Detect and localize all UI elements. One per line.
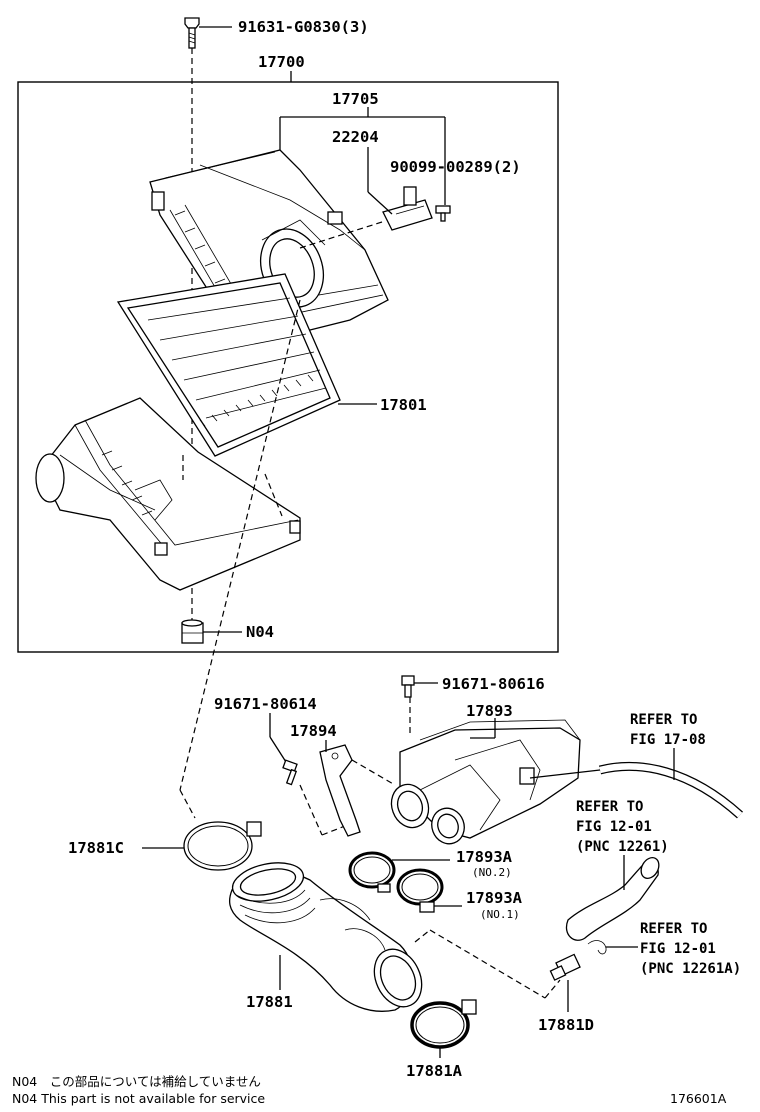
air-flow-sensor-icon bbox=[382, 186, 433, 231]
bolt-80614-icon bbox=[282, 759, 298, 786]
figure-number: 176601A bbox=[670, 1091, 727, 1106]
label-17881a: 17881A bbox=[406, 1062, 463, 1080]
refer-2-line2: FIG 12-01 bbox=[576, 819, 652, 835]
refer-1-line1: REFER TO bbox=[630, 712, 697, 728]
label-17881: 17881 bbox=[246, 993, 293, 1011]
screw-icon bbox=[435, 205, 451, 222]
label-17894: 17894 bbox=[290, 722, 337, 740]
clamp-17881a-icon bbox=[410, 999, 477, 1049]
bracket-icon bbox=[319, 744, 361, 837]
clamp-no1-icon bbox=[396, 868, 444, 913]
label-17705: 17705 bbox=[332, 90, 379, 108]
label-no2: (NO.2) bbox=[472, 866, 512, 879]
breather-hose-icon bbox=[565, 857, 660, 941]
bolt-top-icon bbox=[184, 17, 200, 49]
assembly-frame bbox=[17, 81, 559, 653]
note-english: N04 This part is not available for servi… bbox=[12, 1091, 265, 1106]
label-17881c: 17881C bbox=[68, 839, 124, 857]
label-bolt-91671-80616: 91671-80616 bbox=[442, 675, 545, 693]
intake-duct-hose-icon bbox=[529, 761, 744, 819]
bolt-80616-icon bbox=[401, 675, 415, 698]
clamp-no2-icon bbox=[348, 851, 396, 893]
grommet-icon bbox=[181, 619, 204, 644]
label-90099: 90099-00289(2) bbox=[390, 158, 521, 176]
label-n04: N04 bbox=[246, 623, 274, 641]
label-17801: 17801 bbox=[380, 396, 427, 414]
refer-3-line1: REFER TO bbox=[640, 921, 707, 937]
label-bolt-91671-80614: 91671-80614 bbox=[214, 695, 317, 713]
label-17893a-no1: 17893A bbox=[466, 889, 523, 907]
clamp-17881c-icon bbox=[183, 821, 262, 871]
air-cleaner-hose-icon bbox=[228, 862, 423, 1012]
label-17881d: 17881D bbox=[538, 1016, 594, 1034]
refer-2-line3: (PNC 12261) bbox=[576, 839, 669, 855]
label-no1: (NO.1) bbox=[480, 908, 520, 921]
clip-icon bbox=[587, 940, 607, 955]
refer-3-line2: FIG 12-01 bbox=[640, 941, 716, 957]
label-22204: 22204 bbox=[332, 128, 379, 146]
air-cleaner-case-icon bbox=[35, 397, 301, 591]
label-17700: 17700 bbox=[258, 53, 305, 71]
note-japanese: N04 この部品については補給していません bbox=[12, 1074, 261, 1089]
label-17893: 17893 bbox=[466, 702, 513, 720]
refer-3-line3: (PNC 12261A) bbox=[640, 961, 741, 977]
connector-17881d-icon bbox=[549, 953, 581, 981]
refer-1-line2: FIG 17-08 bbox=[630, 732, 706, 748]
refer-2-line1: REFER TO bbox=[576, 799, 643, 815]
air-filter-element-icon bbox=[116, 273, 341, 457]
resonator-icon bbox=[390, 719, 581, 845]
label-bolt-91631: 91631-G0830(3) bbox=[238, 18, 369, 36]
label-17893a-no2: 17893A bbox=[456, 848, 513, 866]
